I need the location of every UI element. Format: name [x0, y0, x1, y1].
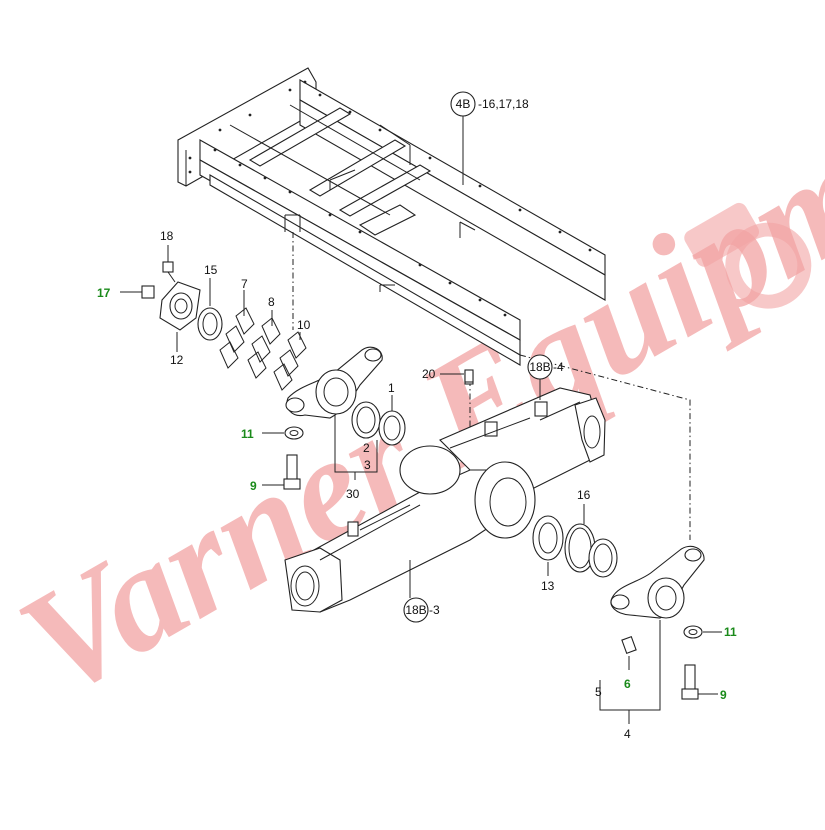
bushing-right	[588, 538, 618, 578]
steering-arm-left	[285, 346, 383, 419]
washer-11-left	[262, 426, 304, 440]
part-label-9-left: 9	[250, 479, 257, 493]
callout-4b: 4B -16,17,18	[450, 91, 529, 185]
part-label-17: 17	[97, 286, 111, 300]
part-label-11-left: 11	[241, 427, 254, 441]
callout-18b-4-suffix: -4	[553, 360, 564, 374]
callout-18b-4: 18B -4	[527, 354, 564, 400]
bolt-9-left	[262, 454, 301, 490]
callout-4b-suffix: -16,17,18	[478, 97, 529, 111]
callout-4b-circle-label: 4B	[456, 97, 471, 111]
part-label-1: 1	[388, 381, 395, 395]
part-label-18: 18	[160, 229, 174, 243]
nut-17	[120, 285, 155, 299]
part-label-10: 10	[297, 318, 311, 332]
part-label-4: 4	[624, 727, 631, 741]
group-bracket-3-30	[334, 415, 378, 480]
part-label-15: 15	[204, 263, 218, 277]
ring-15	[197, 278, 223, 341]
part-label-6: 6	[624, 677, 631, 691]
bushing-2	[351, 401, 381, 439]
shims-7-8-10	[219, 290, 307, 391]
seal-13	[532, 515, 564, 576]
bracket-12	[159, 281, 201, 352]
part-label-7: 7	[241, 277, 248, 291]
fitting-20	[440, 369, 474, 383]
steering-arm-right	[610, 545, 705, 619]
group-bracket-4-5	[599, 620, 661, 724]
part-label-20: 20	[422, 367, 436, 381]
bushing-1	[378, 395, 406, 446]
part-label-5: 5	[595, 685, 602, 699]
frame-assembly	[177, 67, 606, 366]
part-label-9-right: 9	[720, 688, 727, 702]
bolt-18	[162, 245, 176, 283]
part-label-2: 2	[363, 441, 370, 455]
grease-fitting-6	[621, 636, 637, 670]
part-label-11-right: 11	[724, 625, 737, 639]
part-label-30: 30	[346, 487, 360, 501]
part-labels: 18 17 15 7 8 10 12 20 1 11 2 3 9 30 16 1…	[97, 229, 737, 741]
part-label-8: 8	[268, 295, 275, 309]
callout-18b-3: 18B -3	[403, 560, 440, 623]
part-label-13: 13	[541, 579, 555, 593]
part-label-16: 16	[577, 488, 591, 502]
part-label-12: 12	[170, 353, 184, 367]
bolt-9-right	[681, 664, 718, 700]
washer-11-right	[683, 625, 722, 639]
axle-housing	[284, 371, 606, 613]
tractor-icon	[684, 202, 812, 309]
callout-18b-3-suffix: -3	[429, 603, 440, 617]
callout-18b-3-circle-label: 18B	[405, 603, 426, 617]
part-label-3: 3	[364, 458, 371, 472]
callout-18b-4-circle-label: 18B	[529, 360, 550, 374]
